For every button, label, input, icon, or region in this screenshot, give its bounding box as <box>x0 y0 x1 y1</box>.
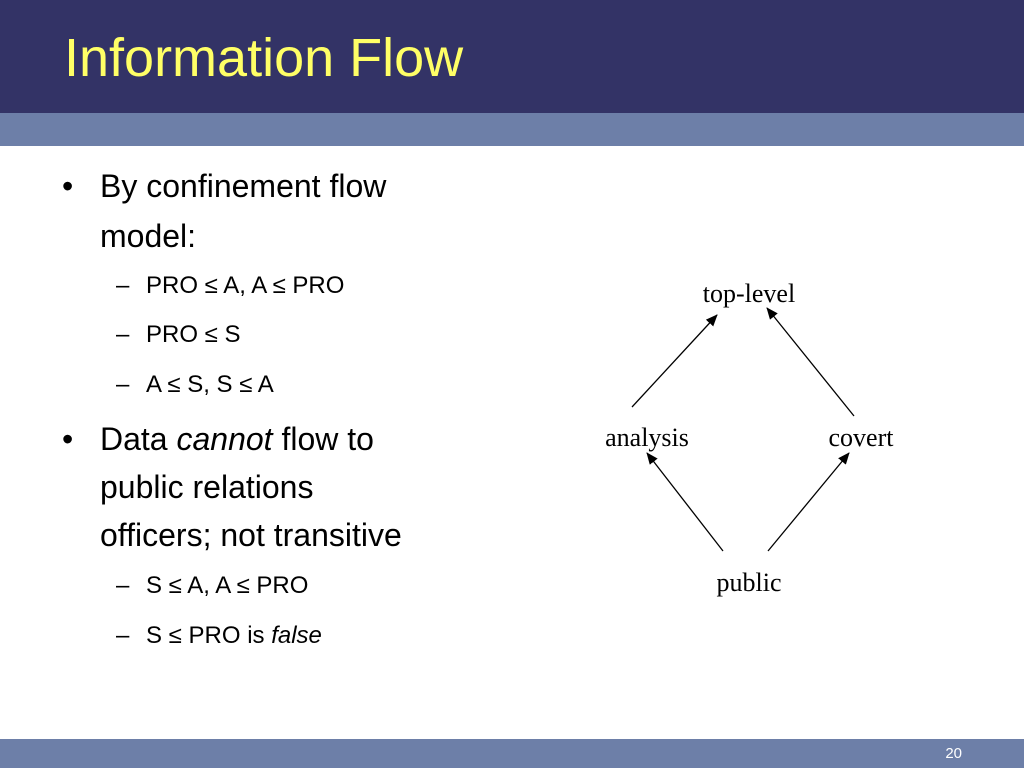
bullet-text-line: officers; not transitive <box>100 517 402 553</box>
bullet-text-line: Data cannot flow to <box>100 418 374 460</box>
bullet-glyph: • <box>62 421 74 457</box>
sub-item-text: S ≤ A, A ≤ PRO <box>146 572 309 599</box>
sub-item: – S ≤ PRO is false <box>116 621 322 651</box>
sub-item-text-part: S ≤ PRO is <box>146 622 272 649</box>
sub-item-text: S ≤ PRO is false <box>146 621 322 651</box>
bullet-glyph: • <box>62 168 74 204</box>
title-bar: Information Flow <box>0 0 1024 113</box>
slide-number: 20 <box>945 745 962 762</box>
node-public: public <box>717 568 782 597</box>
slide-body: • By confinement flow model: – PRO ≤ A, … <box>0 0 520 739</box>
dash-glyph: – <box>116 272 130 299</box>
sub-item-text: PRO ≤ A, A ≤ PRO <box>146 272 345 299</box>
information-flow-diagram: top-level analysis covert public <box>605 279 895 597</box>
sub-item-text: PRO ≤ S <box>146 321 241 348</box>
sub-item: – A ≤ S, S ≤ A <box>116 370 274 400</box>
edge-public-to-analysis <box>646 452 724 552</box>
dash-glyph: – <box>116 572 130 599</box>
dash-glyph: – <box>116 371 130 398</box>
edge-covert-to-top-level <box>766 307 855 417</box>
sub-item-text: A ≤ S, S ≤ A <box>146 371 274 398</box>
emphasis-text: cannot <box>176 421 273 457</box>
bullet-text-line: By confinement flow <box>100 168 387 204</box>
sub-item: – S ≤ A, A ≤ PRO <box>116 571 308 601</box>
node-covert: covert <box>829 423 895 452</box>
edge-public-to-covert <box>767 452 850 552</box>
dash-glyph: – <box>116 622 130 649</box>
sub-item: – PRO ≤ A, A ≤ PRO <box>116 271 344 301</box>
dash-glyph: – <box>116 321 130 348</box>
bullet-text: flow to <box>272 421 374 457</box>
title-accent-stripe <box>0 113 1024 146</box>
node-analysis: analysis <box>605 423 689 452</box>
footer-bar: 20 <box>0 739 1024 768</box>
edge-analysis-to-top-level <box>631 314 718 408</box>
bullet-text: Data <box>100 421 177 457</box>
bullet-text-line: public relations <box>100 469 314 505</box>
bullet-text-line: model: <box>100 218 197 254</box>
slide-title: Information Flow <box>64 28 464 88</box>
emphasis-text: false <box>271 622 322 649</box>
node-top-level: top-level <box>703 279 795 308</box>
sub-item: – PRO ≤ S <box>116 320 241 350</box>
